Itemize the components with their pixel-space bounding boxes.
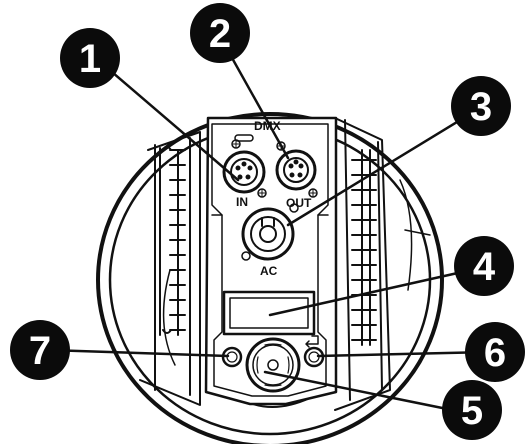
callout-5-number: 5 — [461, 389, 483, 433]
dmx-in-screw-bottom — [257, 188, 267, 198]
dmx-out-screw-bottom — [308, 188, 318, 198]
callout-3-circle — [451, 76, 511, 136]
callout-5-circle — [442, 380, 502, 440]
connector-panel — [204, 116, 338, 406]
dmx-out-connector — [275, 141, 318, 198]
callout-1-number: 1 — [79, 37, 101, 81]
callout-6-circle — [465, 322, 525, 382]
ac-screw-bottom — [241, 251, 251, 261]
left-heatsink — [139, 131, 201, 406]
leader-6 — [316, 350, 492, 358]
leader-4 — [268, 266, 482, 317]
callout-7-number: 7 — [29, 329, 51, 373]
leader-7 — [46, 348, 230, 358]
display-window — [222, 290, 319, 348]
callout-2: 2 — [190, 3, 250, 63]
callout-6-number: 6 — [484, 331, 506, 375]
callout-3: 3 — [451, 76, 511, 136]
fixture-body — [96, 112, 444, 444]
leader-3 — [286, 106, 482, 227]
center-knob — [245, 337, 301, 393]
leader-1 — [96, 58, 240, 182]
callout-5: 5 — [442, 380, 502, 440]
ac-screw-top — [289, 203, 299, 213]
label-dmx: DMX — [254, 119, 281, 133]
callout-2-circle — [190, 3, 250, 63]
ac-power-connector — [241, 203, 299, 261]
callout-4: 4 — [454, 236, 514, 296]
callout-1-circle — [60, 28, 120, 88]
dmx-out-screw-top — [276, 141, 286, 151]
fixture-outer-ring — [96, 112, 444, 444]
label-ac: AC — [260, 264, 278, 278]
callout-7: 7 — [10, 320, 70, 380]
right-heatsink — [334, 117, 391, 411]
dmx-in-connector — [222, 134, 267, 198]
callout-6: 6 — [465, 322, 525, 382]
leader-5 — [263, 370, 464, 414]
enter-symbol — [305, 335, 319, 348]
callout-1: 1 — [60, 28, 120, 88]
callout-2-number: 2 — [209, 12, 231, 56]
callout-4-circle — [454, 236, 514, 296]
callout-4-number: 4 — [473, 245, 496, 289]
callout-7-circle — [10, 320, 70, 380]
callout-3-number: 3 — [470, 85, 492, 129]
label-in: IN — [236, 195, 248, 209]
label-out: OUT — [286, 196, 312, 210]
